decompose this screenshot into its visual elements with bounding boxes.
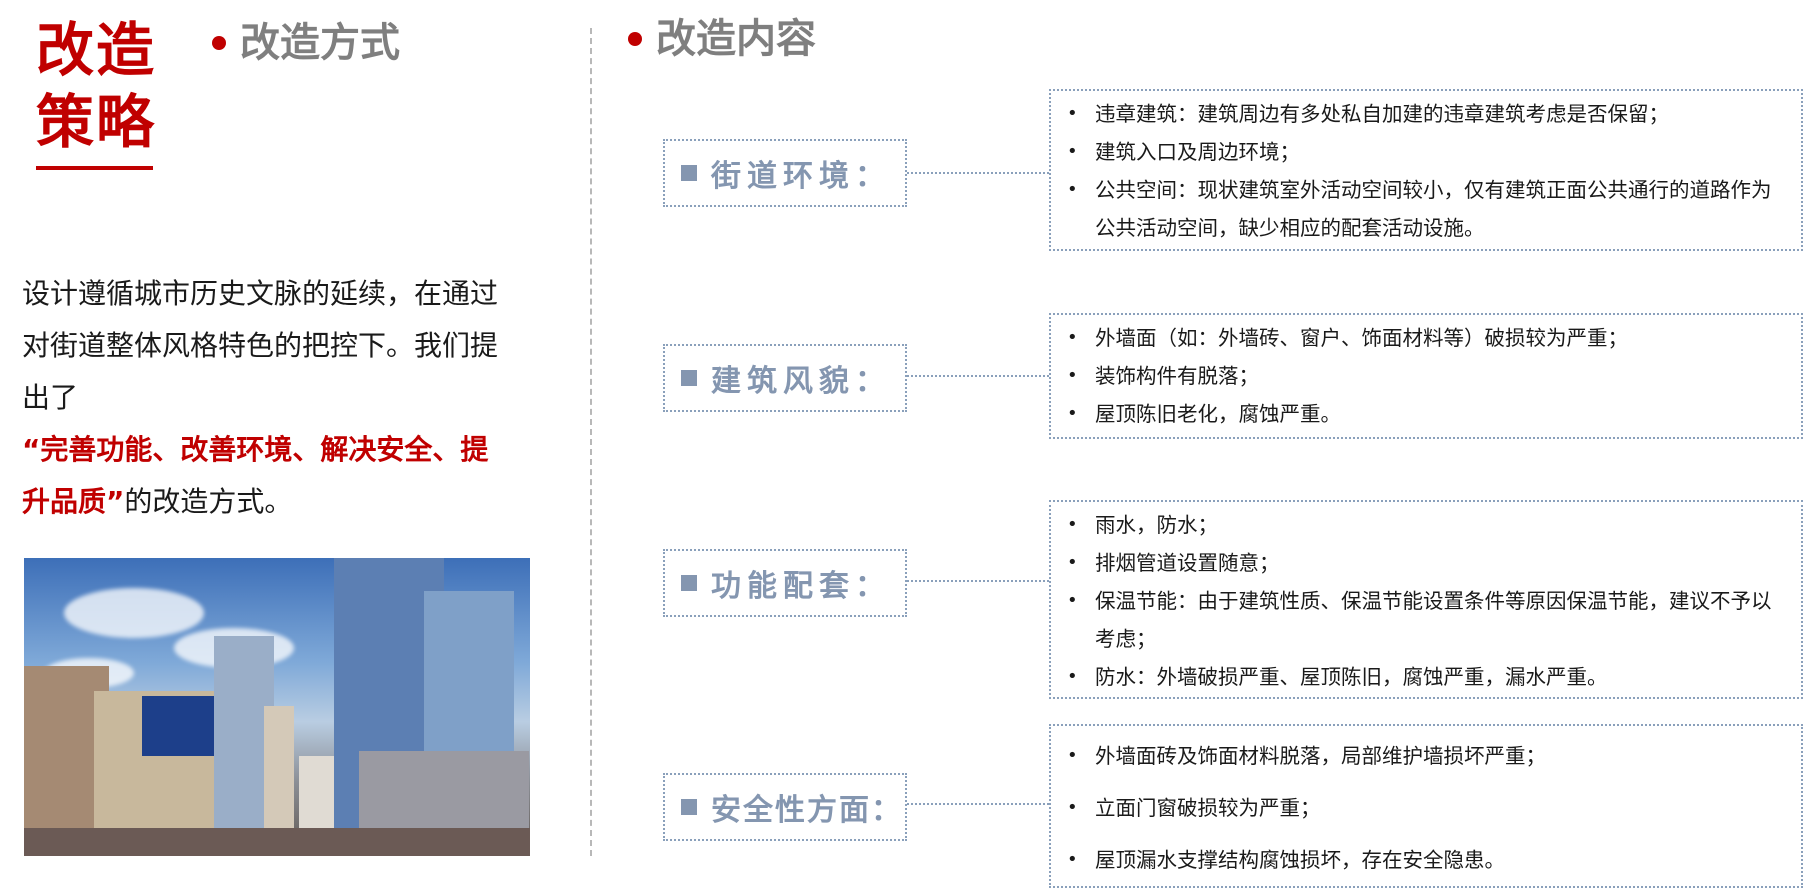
bullet-dot-icon (628, 32, 642, 46)
description-highlight: “完善功能、改善环境、解决安全、提升品质” (22, 433, 489, 518)
category-label: 街道环境： (711, 159, 891, 194)
list-item: 雨水，防水； (1065, 506, 1791, 544)
detail-box-building-style: 外墙面（如：外墙砖、窗户、饰面材料等）破损较为严重； 装饰构件有脱落； 屋顶陈旧… (1049, 313, 1803, 439)
section-title-method: 改造方式 (240, 20, 400, 66)
strategy-description: 设计遵循城市历史文脉的延续，在通过对街道整体风格特色的把控下。我们提出了 “完善… (22, 268, 502, 528)
category-label: 建筑风貌： (711, 364, 891, 399)
description-tail: 的改造方式。 (124, 485, 293, 518)
list-item: 立面门窗破损较为严重； (1065, 782, 1791, 834)
square-bullet-icon (681, 370, 697, 386)
square-bullet-icon (681, 799, 697, 815)
description-text: 设计遵循城市历史文脉的延续，在通过对街道整体风格特色的把控下。我们提出了 (22, 277, 499, 414)
category-building-style: 建筑风貌： (663, 344, 907, 412)
detail-box-safety: 外墙面砖及饰面材料脱落，局部维护墙损坏严重； 立面门窗破损较为严重； 屋顶漏水支… (1049, 724, 1803, 888)
list-item: 屋顶陈旧老化，腐蚀严重。 (1065, 395, 1791, 433)
column-divider (590, 28, 592, 856)
list-item: 建筑入口及周边环境； (1065, 133, 1791, 171)
list-item: 装饰构件有脱落； (1065, 357, 1791, 395)
list-item: 排烟管道设置随意； (1065, 544, 1791, 582)
list-item: 违章建筑：建筑周边有多处私自加建的违章建筑考虑是否保留； (1065, 95, 1791, 133)
list-item: 外墙面（如：外墙砖、窗户、饰面材料等）破损较为严重； (1065, 319, 1791, 357)
square-bullet-icon (681, 575, 697, 591)
section-heading-content: 改造内容 (628, 16, 816, 62)
city-street-photo (24, 558, 530, 856)
square-bullet-icon (681, 165, 697, 181)
list-item: 保温节能：由于建筑性质、保温节能设置条件等原因保温节能，建议不予以考虑； (1065, 582, 1791, 658)
section-heading-method: 改造方式 (212, 20, 400, 66)
connector-line (907, 172, 1049, 174)
category-label: 安全性方面： (711, 793, 903, 828)
list-item: 外墙面砖及饰面材料脱落，局部维护墙损坏严重； (1065, 730, 1791, 782)
category-label: 功能配套： (711, 569, 891, 604)
main-title: 改造 策略 (36, 14, 166, 158)
category-street-environment: 街道环境： (663, 139, 907, 207)
detail-box-street-environment: 违章建筑：建筑周边有多处私自加建的违章建筑考虑是否保留； 建筑入口及周边环境； … (1049, 89, 1803, 251)
list-item: 屋顶漏水支撑结构腐蚀损坏，存在安全隐患。 (1065, 834, 1791, 886)
main-title-line1: 改造 (36, 16, 157, 84)
connector-line (907, 375, 1049, 377)
connector-line (907, 580, 1049, 582)
section-title-content: 改造内容 (656, 16, 816, 62)
detail-box-function-facilities: 雨水，防水； 排烟管道设置随意； 保温节能：由于建筑性质、保温节能设置条件等原因… (1049, 500, 1803, 699)
connector-line (907, 803, 1049, 805)
main-title-line2: 策略 (36, 88, 157, 156)
list-item: 防水：外墙破损严重、屋顶陈旧，腐蚀严重，漏水严重。 (1065, 658, 1791, 696)
category-function-facilities: 功能配套： (663, 549, 907, 617)
bullet-dot-icon (212, 36, 226, 50)
category-safety: 安全性方面： (663, 773, 907, 841)
title-underline (36, 166, 153, 170)
list-item: 公共空间：现状建筑室外活动空间较小，仅有建筑正面公共通行的道路作为公共活动空间，… (1065, 171, 1791, 247)
